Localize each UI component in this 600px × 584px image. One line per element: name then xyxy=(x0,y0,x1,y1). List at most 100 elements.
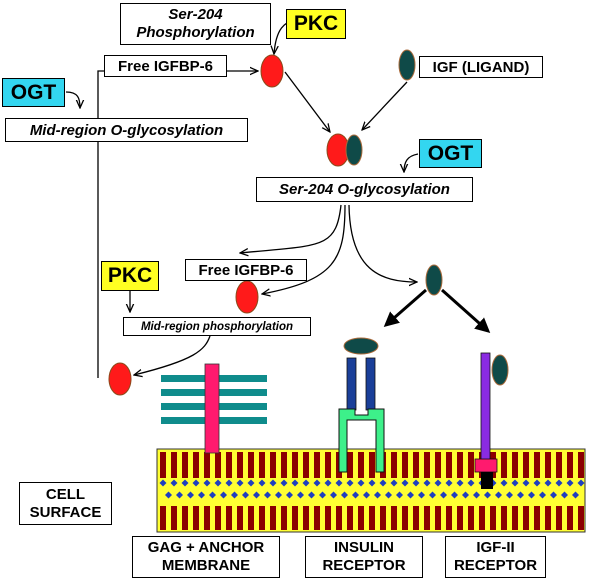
lipid-tail xyxy=(270,452,276,478)
lipid-head xyxy=(275,491,282,499)
lipid-tail xyxy=(512,452,518,478)
lipid-tail xyxy=(171,452,177,478)
lipid-head xyxy=(258,479,266,487)
lipid-tail xyxy=(512,506,518,530)
igf-free xyxy=(425,264,443,296)
igf-bound-igf2-receptor xyxy=(491,354,509,386)
lipid-tail xyxy=(391,452,397,478)
lipid-head xyxy=(236,479,244,487)
lipid-head xyxy=(187,491,194,499)
lipid-head xyxy=(500,479,508,487)
lipid-head xyxy=(313,479,321,487)
lipid-head xyxy=(528,491,535,499)
lipid-head xyxy=(176,491,183,499)
arrow-to-free-igfbp6 xyxy=(240,204,342,253)
lipid-head xyxy=(429,491,436,499)
lipid-tail xyxy=(259,452,265,478)
lipid-tail xyxy=(556,506,562,530)
lipid-head xyxy=(253,491,260,499)
lipid-tail xyxy=(325,452,331,478)
lipid-tail xyxy=(215,452,221,478)
lipid-tail xyxy=(545,506,551,530)
lipid-tail xyxy=(182,452,188,478)
lipid-tail xyxy=(402,506,408,530)
lipid-head xyxy=(214,479,222,487)
mid-region-o-glycosylation-label: Mid-region O-glycosylation xyxy=(5,118,248,142)
lipid-tail xyxy=(468,452,474,478)
lipid-tail xyxy=(380,506,386,530)
arrow-to-free-igf xyxy=(348,204,417,282)
lipid-tail xyxy=(347,452,353,478)
lipid-head xyxy=(280,479,288,487)
lipid-head xyxy=(506,491,513,499)
lipid-head xyxy=(341,491,348,499)
pkc-mid-box: PKC xyxy=(101,261,159,291)
lipid-head xyxy=(247,479,255,487)
lipid-tail xyxy=(490,506,496,530)
lipid-head xyxy=(418,491,425,499)
lipid-tail xyxy=(160,506,166,530)
igfbp6-top xyxy=(260,54,284,88)
lipid-tail xyxy=(523,506,529,530)
igf-ligand-shape xyxy=(398,49,416,81)
lipid-head xyxy=(473,491,480,499)
lipid-head xyxy=(170,479,178,487)
lipid-tail xyxy=(578,452,584,478)
arrow-ogt-left xyxy=(65,91,80,108)
lipid-head xyxy=(203,479,211,487)
lipid-head xyxy=(555,479,563,487)
lipid-tail xyxy=(160,452,166,478)
lipid-tail xyxy=(479,506,485,530)
lipid-head xyxy=(330,491,337,499)
lipid-tail xyxy=(281,452,287,478)
lipid-heads xyxy=(159,479,585,499)
lipid-tail xyxy=(292,506,298,530)
lipid-head xyxy=(368,479,376,487)
arrow-ogt-right xyxy=(404,153,419,172)
lipid-tail xyxy=(413,506,419,530)
lipid-tail xyxy=(523,452,529,478)
lipid-tail xyxy=(501,452,507,478)
insulin-receptor-label: INSULIN RECEPTOR xyxy=(305,536,423,578)
igfbp6-cell-surface xyxy=(108,362,132,396)
lipid-tail xyxy=(468,506,474,530)
lipid-head xyxy=(297,491,304,499)
mid-region-phosphorylation-label: Mid-region phosphorylation xyxy=(123,317,311,336)
lipid-tail xyxy=(314,452,320,478)
gag-anchor xyxy=(161,363,267,454)
lipid-tail xyxy=(358,506,364,530)
lipid-head xyxy=(451,491,458,499)
lipid-tail xyxy=(281,506,287,530)
lipid-head xyxy=(401,479,409,487)
lipid-tail xyxy=(292,452,298,478)
lipid-head xyxy=(181,479,189,487)
lipid-tail xyxy=(534,506,540,530)
lipid-head xyxy=(440,491,447,499)
igf-bound-insulin-receptor xyxy=(343,337,379,355)
lipid-tail xyxy=(446,506,452,530)
lipid-head xyxy=(566,479,574,487)
lipid-head xyxy=(363,491,370,499)
lipid-head xyxy=(484,491,491,499)
gag-anchor-membrane-label: GAG + ANCHOR MEMBRANE xyxy=(132,536,280,578)
lipid-head xyxy=(544,479,552,487)
arrow-igf-to-complex xyxy=(362,81,408,130)
lipid-head xyxy=(561,491,568,499)
lipid-head xyxy=(231,491,238,499)
lipid-tail xyxy=(358,452,364,478)
lipid-tail xyxy=(237,506,243,530)
lipid-head xyxy=(385,491,392,499)
lipid-head xyxy=(269,479,277,487)
lipid-head xyxy=(434,479,442,487)
lipid-head xyxy=(577,479,585,487)
lipid-tail xyxy=(402,452,408,478)
ogt-left-box: OGT xyxy=(2,78,65,107)
lipid-tail xyxy=(435,506,441,530)
free-igfbp6-mid-label: Free IGFBP-6 xyxy=(185,259,307,281)
igf-branch-arrows xyxy=(383,288,491,333)
cell-membrane xyxy=(156,448,586,533)
cell-surface-label: CELL SURFACE xyxy=(19,482,112,525)
lipid-tail xyxy=(314,506,320,530)
lipid-head xyxy=(456,479,464,487)
